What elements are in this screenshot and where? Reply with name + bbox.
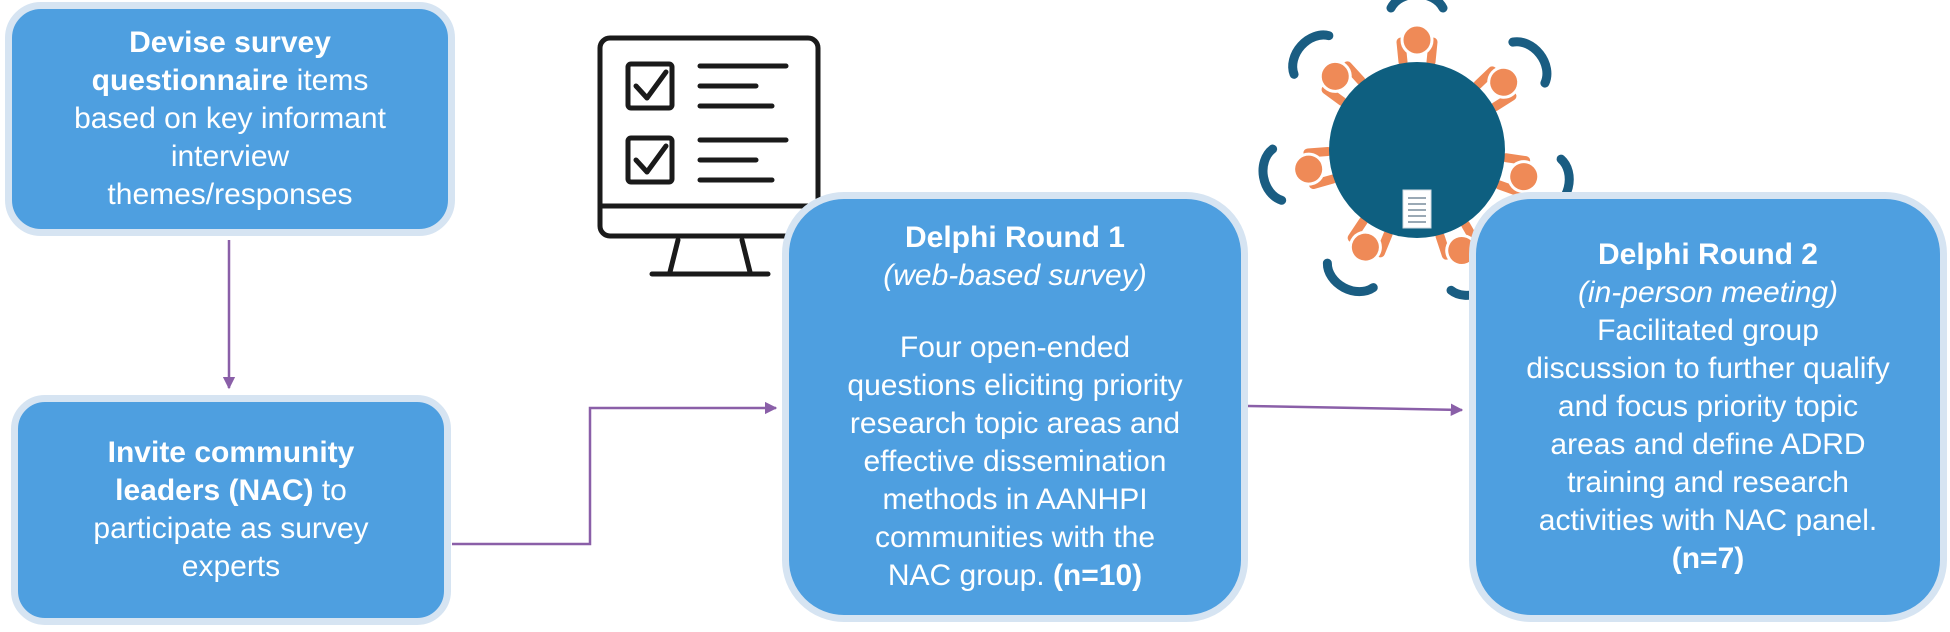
chair-icon — [1322, 258, 1378, 297]
person-icon — [1318, 59, 1366, 107]
chair-icon — [1508, 37, 1552, 88]
person-icon — [1347, 216, 1393, 264]
box2-bold1: Invite community — [107, 436, 355, 469]
box3-line: research topic areas and — [849, 407, 1181, 440]
box3-line: effective dissemination — [863, 445, 1167, 478]
box4-title: Delphi Round 2 — [1598, 238, 1818, 271]
box1-line3: based on key informant — [74, 102, 386, 135]
box1-line4: interview — [170, 140, 290, 173]
box4-line: areas and define ADRD — [1550, 428, 1866, 461]
step-delphi-round-1: Delphi Round 1 (web-based survey) Four o… — [782, 192, 1248, 622]
person-icon — [1473, 65, 1521, 112]
box4-sample-size: (n=7) — [1671, 542, 1745, 575]
person-icon — [1396, 23, 1438, 67]
arrow-round1-to-round2 — [1247, 403, 1464, 417]
box3-subtitle: (web-based survey) — [883, 259, 1147, 292]
box1-line5: themes/responses — [107, 178, 353, 211]
box2-bold2: leaders (NAC) — [115, 474, 314, 507]
box4-subtitle: (in-person meeting) — [1577, 276, 1839, 309]
person-icon — [1292, 146, 1338, 190]
box4-line: and focus priority topic — [1557, 390, 1859, 423]
box3-sample-size: (n=10) — [1052, 559, 1143, 592]
box1-bold1: Devise survey — [129, 26, 331, 59]
box3-title: Delphi Round 1 — [905, 221, 1125, 254]
box2-line3: participate as survey — [93, 512, 369, 545]
arrow-invite-to-round1 — [452, 401, 778, 546]
chair-icon — [1258, 144, 1287, 205]
box1-text2: items — [288, 64, 369, 97]
box3-line: communities with the — [874, 521, 1156, 554]
step-delphi-round-2: Delphi Round 2 (in-person meeting) Facil… — [1469, 192, 1947, 622]
box3-line: questions eliciting priority — [847, 369, 1183, 402]
box4-line: Facilitated group — [1597, 314, 1819, 347]
chair-icon — [1386, 0, 1448, 13]
box4-line: training and research — [1567, 466, 1849, 499]
box4-line: activities with NAC panel. — [1538, 504, 1878, 537]
box2-line4: experts — [181, 550, 281, 583]
box1-bold2: questionnaire — [91, 64, 289, 97]
person-icon — [1494, 153, 1541, 197]
chair-icon — [1288, 30, 1334, 79]
box3-line: Four open-ended — [899, 331, 1131, 364]
step-invite-community-leaders: Invite community leaders (NAC) to partic… — [11, 395, 451, 625]
box3-last-text: NAC group. — [887, 559, 1053, 592]
round-table-icon — [1329, 62, 1505, 238]
box2-text2: to — [313, 474, 347, 507]
box4-line: discussion to further qualify — [1526, 352, 1890, 385]
step-devise-questionnaire: Devise survey questionnaire items based … — [5, 2, 455, 236]
box3-line: methods in AANHPI — [882, 483, 1148, 516]
